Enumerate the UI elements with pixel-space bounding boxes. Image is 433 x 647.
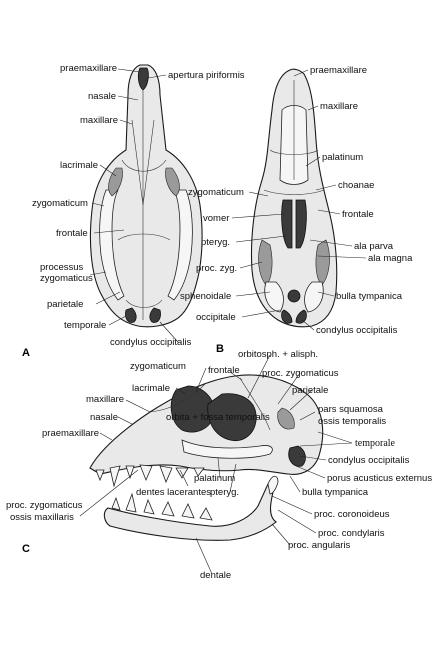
label-c-maxillare: maxillare <box>86 394 124 405</box>
panel-label-c: C <box>22 543 30 555</box>
label-b-zygomaticum: zygomaticum <box>188 187 244 198</box>
label-b-ala-magna: ala magna <box>368 253 413 264</box>
leader-lines <box>79 68 367 575</box>
skull-ventral-view <box>250 68 338 328</box>
label-a-zygomaticus: zygomaticus <box>40 273 93 284</box>
label-a-nasale: nasale <box>88 91 116 102</box>
label-b-praemaxillare: praemaxillare <box>310 65 367 76</box>
label-a-lacrimale: lacrimale <box>60 160 98 171</box>
label-c-lacrimale: lacrimale <box>132 383 170 394</box>
label-b-vomer: vomer <box>203 213 229 224</box>
lower-teeth <box>111 492 213 521</box>
label-b-palatinum: palatinum <box>322 152 363 163</box>
label-b-choanae: choanae <box>338 180 374 191</box>
label-b-pteryg: pteryg. <box>201 237 230 248</box>
label-c-nasale: nasale <box>90 412 118 423</box>
label-c-dentale: dentale <box>200 570 231 581</box>
label-c-zygomaticum: zygomaticum <box>130 361 186 372</box>
label-a-zygomaticum: zygomaticum <box>32 198 88 209</box>
label-c-pteryg: pteryg. <box>210 487 239 498</box>
label-b-maxillare: maxillare <box>320 101 358 112</box>
label-b-proc-zyg: proc. zyg. <box>196 263 237 274</box>
label-a-praemaxillare: praemaxillare <box>60 63 117 74</box>
label-c-temporale: temporale <box>355 438 396 449</box>
label-a-maxillare: maxillare <box>80 115 118 126</box>
label-b-sphenoidale: sphenoidale <box>180 291 231 302</box>
label-c-proc-zygomaticus-oss: proc. zygomaticus <box>6 500 83 511</box>
label-c-bulla-tympanica: bulla tympanica <box>302 487 369 498</box>
label-c-proc-zygomaticus: proc. zygomaticus <box>262 368 339 379</box>
label-a-processus: processus <box>40 262 84 273</box>
label-c-porus-acusticus: porus acusticus externus <box>327 473 432 484</box>
label-b-frontale: frontale <box>342 209 374 220</box>
skull-lateral-view <box>89 374 324 541</box>
label-c-frontale: frontale <box>208 365 240 376</box>
label-c-proc-coronoideus: proc. coronoideus <box>314 509 390 520</box>
label-a-temporale: temporale <box>64 320 106 331</box>
label-c-proc-condylaris: proc. condylaris <box>318 528 385 539</box>
skull-dorsal-view <box>89 64 203 328</box>
upper-teeth <box>95 464 205 488</box>
label-b-bulla-tympanica: bulla tympanica <box>336 291 403 302</box>
label-c-dentes-lacerantes: dentes lacerantes <box>136 487 211 498</box>
label-c-ossis-maxillaris: ossis maxillaris <box>10 512 74 523</box>
label-c-condylus-occipitalis: condylus occipitalis <box>328 455 410 466</box>
label-c-palatinum: palatinum <box>194 473 235 484</box>
label-c-orbita-fossa-temporalis: orbita + fossa temporalis <box>166 412 270 423</box>
label-c-proc-angularis: proc. angularis <box>288 540 351 551</box>
label-b-occipitale: occipitale <box>196 312 236 323</box>
label-a-condylus-occipitalis: condylus occipitalis <box>110 337 192 348</box>
label-a-apertura-piriformis: apertura piriformis <box>168 70 245 81</box>
panel-label-b: B <box>216 343 224 355</box>
panel-label-a: A <box>22 347 30 359</box>
label-a-frontale: frontale <box>56 228 88 239</box>
label-a-parietale: parietale <box>47 299 83 310</box>
label-b-ala-parva: ala parva <box>354 241 394 252</box>
label-c-pars-squamosa: pars squamosa <box>318 404 384 415</box>
label-c-parietale: parietale <box>292 385 328 396</box>
label-c-ossis-temporalis: ossis temporalis <box>318 416 386 427</box>
label-b-condylus-occipitalis: condylus occipitalis <box>316 325 398 336</box>
label-c-orbitosph-alisph: orbitosph. + alisph. <box>238 349 318 360</box>
label-c-praemaxillare: praemaxillare <box>42 428 99 439</box>
